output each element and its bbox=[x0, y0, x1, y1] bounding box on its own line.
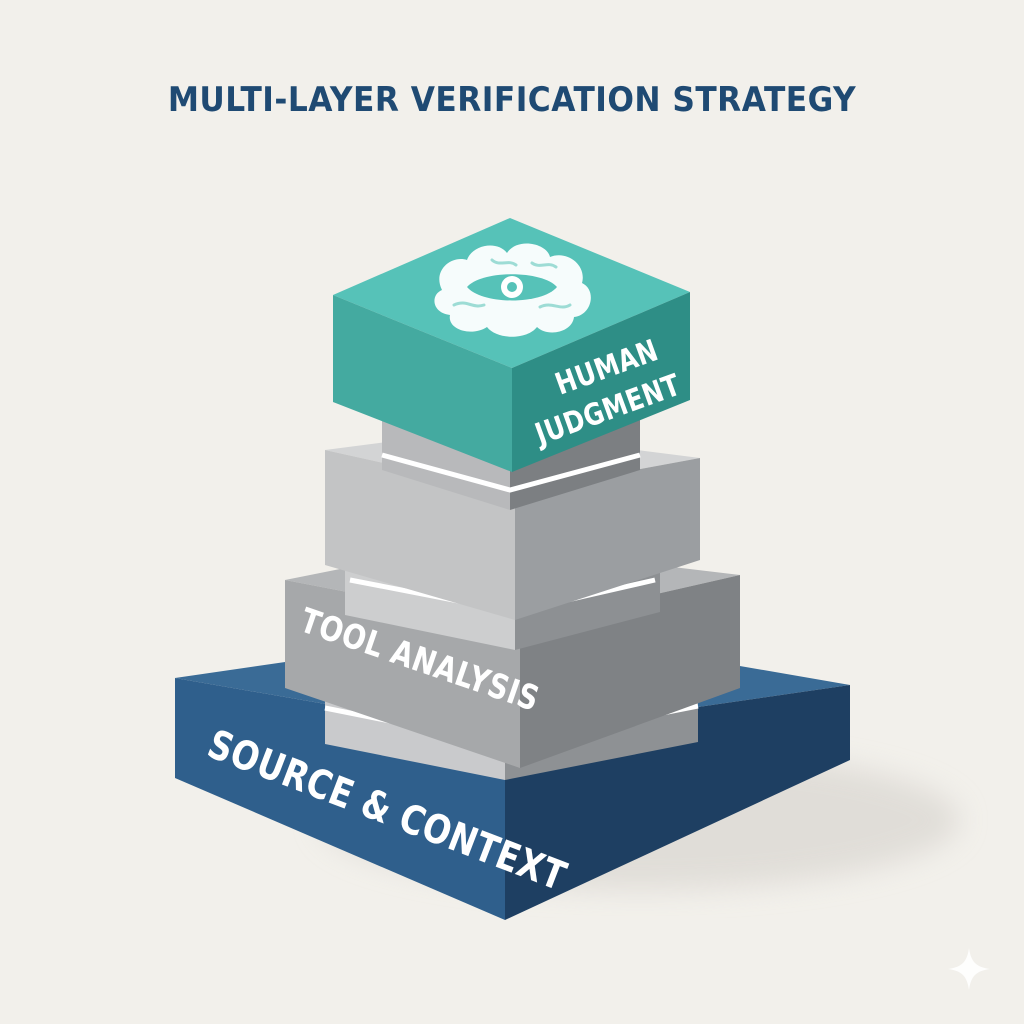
sparkle-icon bbox=[946, 946, 992, 992]
